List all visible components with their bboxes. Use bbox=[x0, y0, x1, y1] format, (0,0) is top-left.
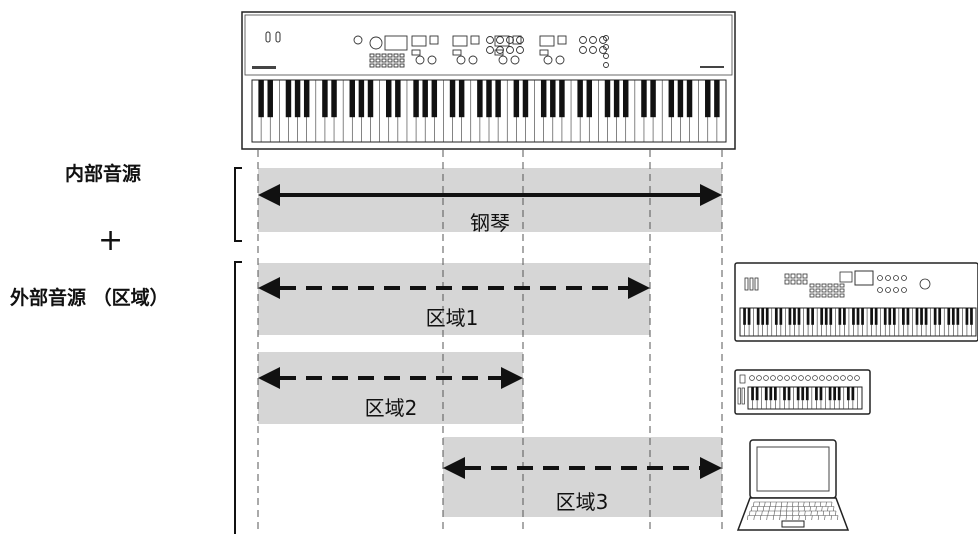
external-source-label: 外部音源 （区域） bbox=[10, 287, 169, 309]
arrow-zone-1 bbox=[258, 277, 650, 299]
zone-band-1 bbox=[258, 263, 650, 335]
guide-lines bbox=[257, 150, 723, 534]
zone-label-2: 区域2 bbox=[364, 396, 418, 420]
zone-label-1: 区域1 bbox=[425, 306, 479, 330]
arrow-zone-3 bbox=[443, 457, 722, 479]
bracket-internal bbox=[234, 167, 242, 242]
plus-sign: + bbox=[98, 223, 124, 258]
zone-band-piano bbox=[258, 168, 722, 232]
arrow-zone-2 bbox=[258, 367, 523, 389]
zone-band-2 bbox=[258, 352, 523, 424]
internal-source-label: 内部音源 bbox=[65, 163, 142, 185]
bracket-external bbox=[234, 261, 242, 534]
stage-piano-icon bbox=[241, 11, 736, 150]
synthesizer-icon bbox=[734, 262, 978, 342]
arrow-piano bbox=[258, 184, 722, 206]
laptop-icon bbox=[736, 439, 850, 531]
keyboard-controller-icon bbox=[734, 369, 871, 415]
zone-label-3: 区域3 bbox=[555, 490, 609, 514]
zone-label-piano: 钢琴 bbox=[470, 211, 510, 235]
zone-band-3 bbox=[443, 437, 722, 517]
